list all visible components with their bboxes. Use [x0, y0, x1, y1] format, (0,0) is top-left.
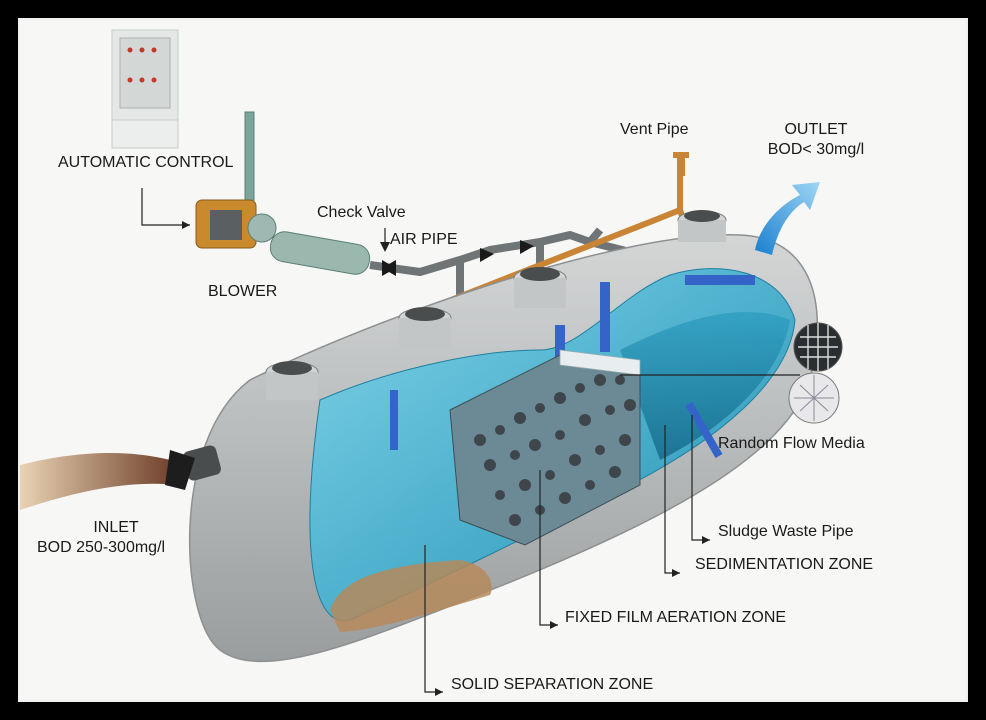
media-block — [449, 349, 641, 546]
outlet-arrow — [755, 182, 820, 255]
diagram-canvas: AUTOMATIC CONTROL BLOWER Check Valve AIR… — [18, 18, 968, 702]
automatic-control-leader — [141, 188, 190, 226]
vent-pipe-label: Vent Pipe — [620, 121, 689, 138]
inlet-pipe — [20, 445, 221, 510]
fixed-film-aeration-zone-label: FIXED FILM AERATION ZONE — [565, 609, 787, 626]
outlet-title-label: OUTLET — [784, 121, 848, 138]
check-valve-arrow — [380, 242, 390, 252]
automatic-control-label: AUTOMATIC CONTROL — [58, 154, 234, 171]
solid-separation-zone-label: SOLID SEPARATION ZONE — [451, 676, 654, 693]
random-flow-media-icons — [788, 322, 843, 424]
picture-frame: AUTOMATIC CONTROL BLOWER Check Valve AIR… — [6, 6, 980, 714]
inlet-title-label: INLET — [93, 519, 139, 536]
blower-label: BLOWER — [208, 283, 278, 300]
sludge-waste-pipe-label: Sludge Waste Pipe — [718, 523, 854, 540]
check-valve-label: Check Valve — [317, 204, 406, 221]
blower-unit — [195, 111, 371, 275]
inlet-bod-label: BOD 250-300mg/l — [37, 539, 166, 556]
sedimentation-zone-label: SEDIMENTATION ZONE — [695, 556, 874, 573]
manholes — [265, 210, 727, 400]
control-panel — [111, 29, 179, 149]
outlet-bod-label: BOD< 30mg/l — [767, 141, 865, 158]
random-flow-media-label: Random Flow Media — [718, 435, 865, 452]
air-pipe-label: AIR PIPE — [390, 231, 458, 248]
septic-tank-diagram — [20, 29, 843, 696]
